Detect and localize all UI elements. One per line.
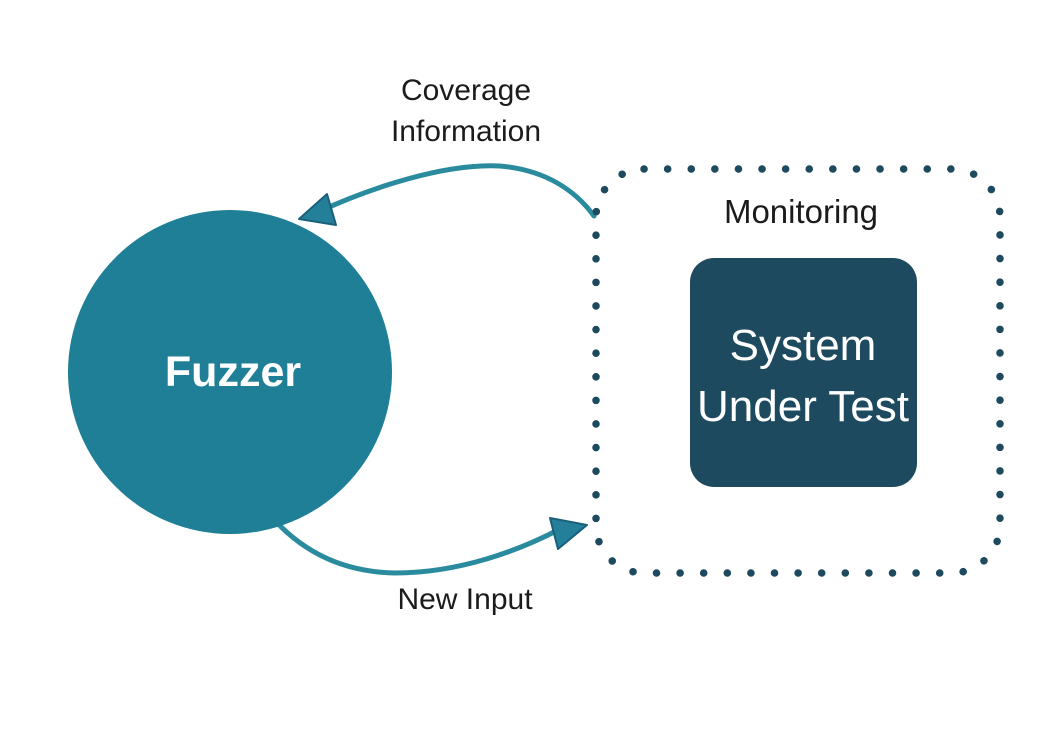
new-input-arrow	[267, 512, 563, 576]
system-under-test-label-line2: Under Test	[697, 382, 909, 431]
coverage-arrowhead-icon	[298, 193, 337, 226]
fuzzer-circle	[68, 210, 392, 534]
coverage-arrow-label: Coverage Information	[266, 70, 666, 152]
new-input-arrow-label: New Input	[397, 583, 533, 616]
system-under-test-label: System Under Test	[652, 315, 954, 437]
monitoring-label: Monitoring	[723, 193, 879, 230]
coverage-arrow	[315, 163, 597, 219]
monitoring-dotted-border	[592, 165, 1004, 577]
new-input-arrowhead-icon	[549, 517, 588, 550]
coverage-arrow-label-line2: Information	[390, 115, 542, 148]
system-under-test-label-line1: System	[729, 321, 877, 370]
system-under-test-box	[690, 258, 917, 487]
fuzzer-label: Fuzzer	[164, 348, 302, 396]
coverage-arrow-label-line1: Coverage	[400, 74, 532, 107]
